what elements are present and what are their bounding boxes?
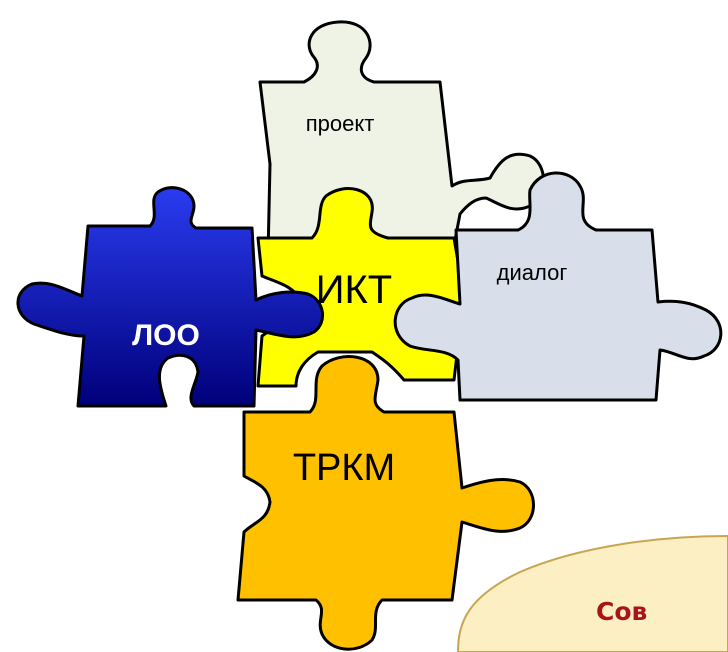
piece-label-ikt: ИКТ — [316, 268, 392, 312]
puzzle-piece-dialog — [393, 171, 723, 402]
piece-label-proekt: проект — [306, 111, 375, 136]
callout-text: Сов — [596, 597, 647, 626]
piece-label-trkm: ТРКМ — [293, 447, 395, 489]
piece-label-dialog: диалог — [497, 260, 568, 285]
puzzle-piece-loo — [16, 186, 324, 408]
puzzle-piece-trkm — [236, 355, 535, 651]
piece-label-loo: ЛОО — [132, 319, 200, 352]
callout-bubble — [456, 534, 728, 652]
puzzle-piece-proekt — [258, 20, 545, 258]
